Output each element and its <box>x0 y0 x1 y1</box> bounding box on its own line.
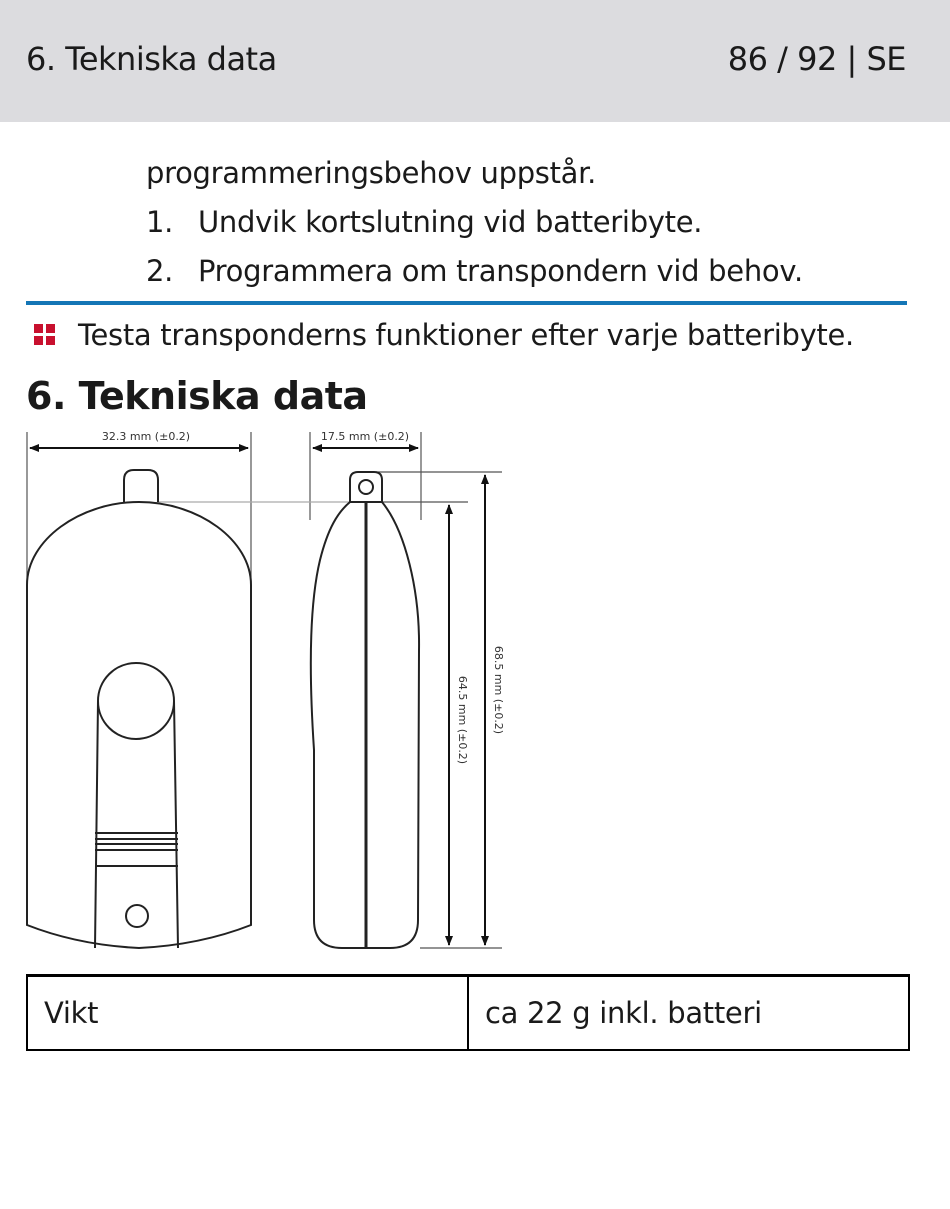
spec-table: Vikt ca 22 g inkl. batteri <box>26 974 910 1051</box>
height-dimension-label: 64.5 mm (±0.2) <box>456 676 469 764</box>
list-item-number: 1. <box>146 205 174 239</box>
section-divider <box>26 301 907 305</box>
page-header: 6. Tekniska data 86 / 92 | SE <box>0 0 950 122</box>
header-title: 6. Tekniska data <box>26 40 277 78</box>
warning-squares-icon <box>34 324 56 346</box>
table-row: Vikt ca 22 g inkl. batteri <box>26 974 910 1051</box>
technical-drawing: 32.3 mm (±0.2) 17.5 mm (±0.2) 64.5 mm (±… <box>26 430 505 950</box>
spec-label: Vikt <box>26 974 469 1051</box>
width-dimension-label: 32.3 mm (±0.2) <box>102 430 190 443</box>
note: Testa transponderns funktioner efter var… <box>26 318 854 352</box>
continued-text: programmeringsbehov uppstår. <box>146 156 597 190</box>
list-item: 2. Programmera om transpondern vid behov. <box>146 254 803 288</box>
spec-value: ca 22 g inkl. batteri <box>467 974 910 1051</box>
list-item-text: Undvik kortslutning vid batteribyte. <box>198 205 703 239</box>
front-view <box>26 469 252 950</box>
section-heading: 6. Tekniska data <box>26 374 368 418</box>
list-item: 1. Undvik kortslutning vid batteribyte. <box>146 205 703 239</box>
total-height-dimension-label: 68.5 mm (±0.2) <box>492 646 505 734</box>
note-text: Testa transponderns funktioner efter var… <box>78 318 854 352</box>
side-view <box>309 471 421 949</box>
depth-dimension-label: 17.5 mm (±0.2) <box>321 430 409 443</box>
list-item-number: 2. <box>146 254 174 288</box>
page-indicator: 86 / 92 | SE <box>727 40 907 78</box>
list-item-text: Programmera om transpondern vid behov. <box>198 254 803 288</box>
